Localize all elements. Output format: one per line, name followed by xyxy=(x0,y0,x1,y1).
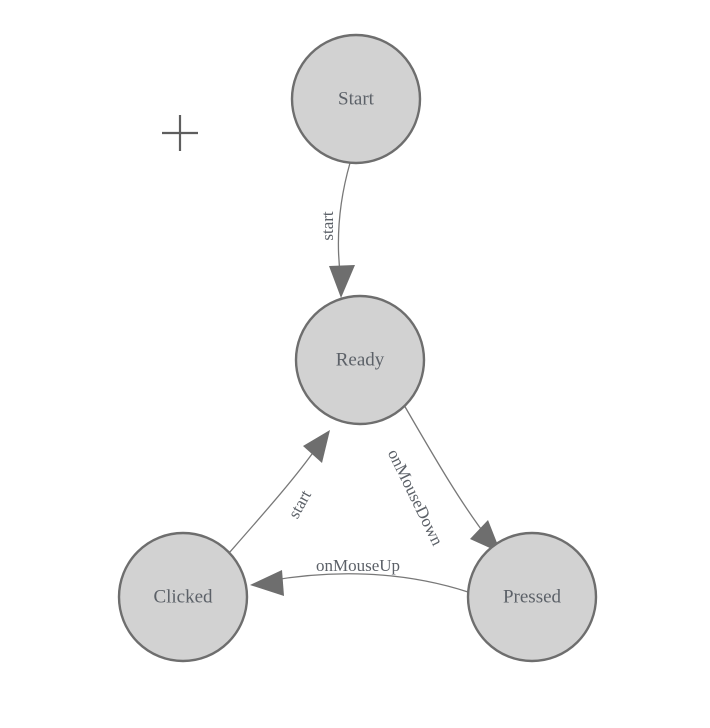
edge-pressed-to-clicked[interactable]: onMouseUp xyxy=(250,556,469,596)
edge-label-pressed-to-clicked: onMouseUp xyxy=(316,556,400,575)
arrow-head-icon xyxy=(250,570,284,596)
edge-clicked-to-ready[interactable]: start xyxy=(228,430,330,554)
node-circle[interactable] xyxy=(117,531,249,663)
edge-label-start-to-ready: start xyxy=(318,211,337,241)
node-circle[interactable] xyxy=(466,531,598,663)
edge-ready-to-pressed[interactable]: onMouseDown xyxy=(384,404,501,553)
node-label-ready: Ready xyxy=(336,349,385,370)
node-label-start: Start xyxy=(338,88,375,109)
node-label-pressed: Pressed xyxy=(503,586,562,607)
node-label-clicked: Clicked xyxy=(153,586,213,607)
node-clicked[interactable]: Clicked xyxy=(117,531,249,663)
node-circle[interactable] xyxy=(290,33,422,165)
edge-line xyxy=(337,162,351,282)
edge-line xyxy=(228,446,318,554)
arrow-head-icon xyxy=(329,265,355,298)
node-ready[interactable]: Ready xyxy=(294,294,426,426)
node-circle[interactable] xyxy=(294,294,426,426)
node-pressed[interactable]: Pressed xyxy=(466,531,598,663)
node-start[interactable]: Start xyxy=(290,33,422,165)
crosshair-marker-icon xyxy=(162,115,198,151)
edge-label-clicked-to-ready: start xyxy=(284,487,315,522)
edge-start-to-ready[interactable]: start xyxy=(318,162,355,298)
edge-line xyxy=(267,573,469,593)
arrow-head-icon xyxy=(303,430,330,463)
